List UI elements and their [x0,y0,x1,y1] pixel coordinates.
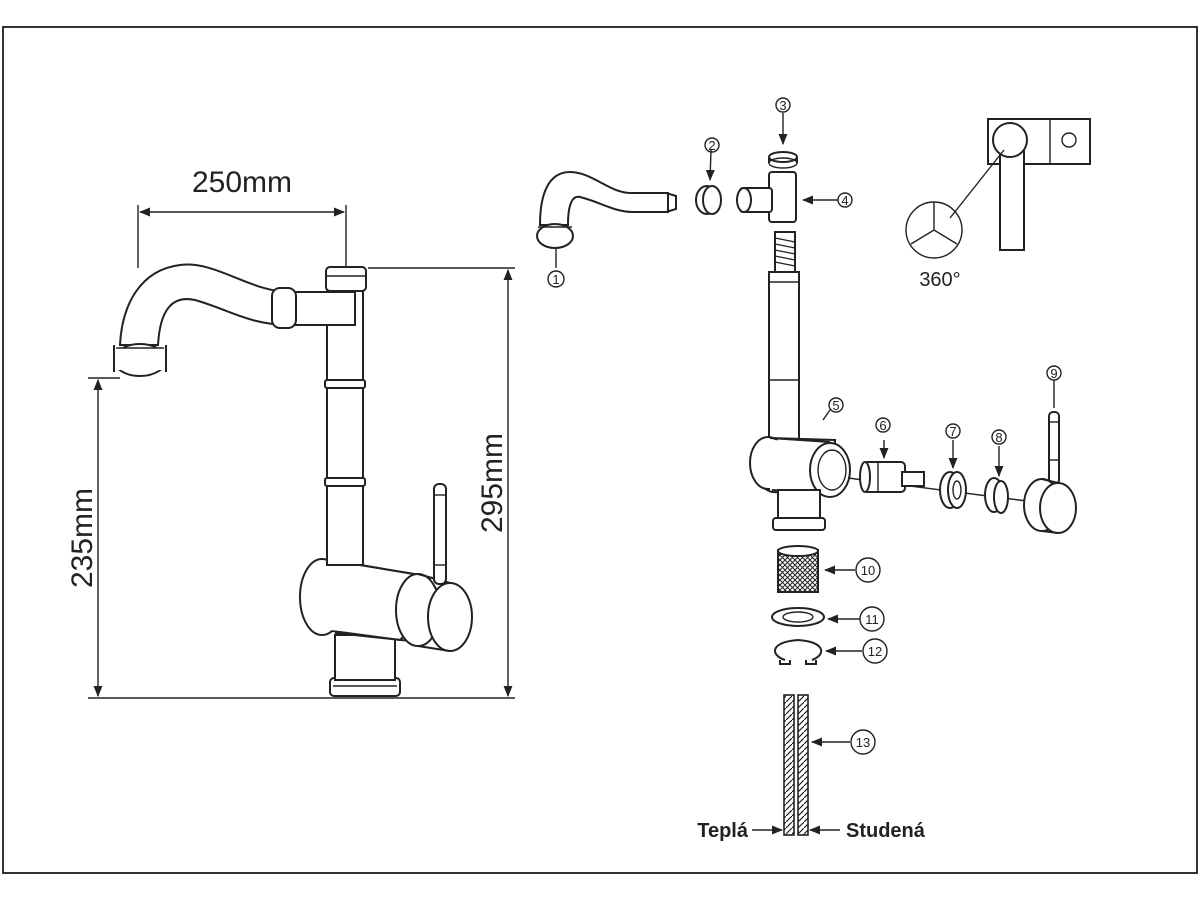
part-1-spout: 1 [536,170,677,288]
part-8-number: 8 [995,430,1002,445]
part-1-number: 1 [552,272,559,287]
part-8-sleeve: 8 [984,429,1009,514]
part-2-number: 2 [708,138,715,153]
part-9-handle: 9 [1023,365,1077,534]
total-height-label: 295mm [476,433,509,533]
assembled-faucet [88,263,515,699]
part-13-number: 13 [856,735,870,750]
hot-hose-label: Teplá [697,820,749,842]
part-12-clip: 12 [774,638,888,665]
diagram-border [2,26,1198,874]
part-3-cap: 3 [768,97,798,169]
part-6-cartridge: 6 [859,417,925,493]
part-2-nut: 2 [695,137,722,215]
part-10-mesh-nut: 10 [777,545,881,593]
rotation-detail: 360° [905,118,1091,291]
part-11-washer: 11 [771,606,885,632]
part-5-number: 5 [832,398,839,413]
part-4-tee: 4 [736,171,853,223]
part-3-number: 3 [779,98,786,113]
part-4-number: 4 [841,193,848,208]
dimension-spout-reach: 250mm [137,166,347,268]
part-6-number: 6 [879,418,886,433]
part-10-number: 10 [861,563,875,578]
rotation-label: 360° [919,269,960,291]
dimension-total-height: 295mm [368,267,515,698]
dimension-spout-height: 235mm [66,377,120,698]
part-5-body: 5 [749,231,851,531]
cold-hose-label: Studená [846,820,926,842]
part-11-number: 11 [865,612,879,627]
part-12-number: 12 [868,644,882,659]
part-13-hoses: 13 Teplá Studená [697,694,926,842]
part-7-threaded-ring: 7 [939,423,967,509]
spout-height-label: 235mm [66,488,99,588]
part-9-number: 9 [1050,366,1057,381]
spout-reach-label: 250mm [192,166,292,199]
part-7-number: 7 [949,424,956,439]
